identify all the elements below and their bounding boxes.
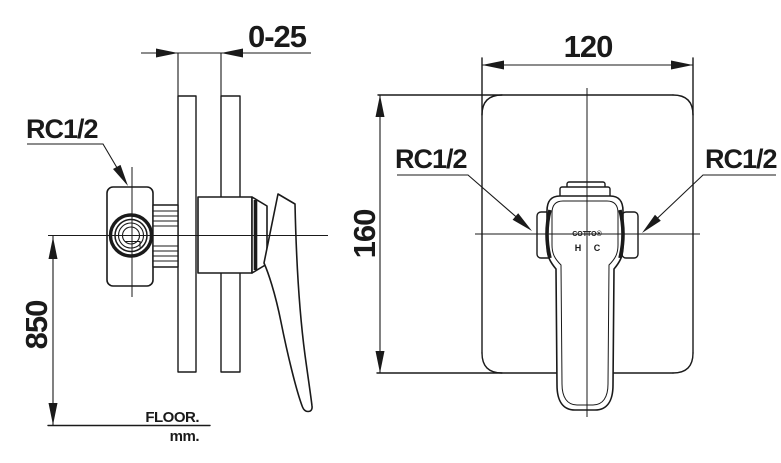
plate-width-dimension: 120 — [482, 29, 693, 70]
front-view: COTTO® H C 120 160 RC1/2 RC1/2 — [347, 29, 778, 417]
wall-thickness-dimension: 0-25 — [141, 19, 311, 96]
escutcheon-plate — [376, 57, 694, 374]
port-label-side: RC1/2 — [26, 114, 98, 144]
valve-body-side — [106, 186, 154, 287]
floor-reference: FLOOR. mm. — [47, 409, 211, 445]
handle-front-inner-edge — [551, 200, 619, 406]
mounting-height-dimension: 850 — [19, 236, 58, 425]
plate-height-value: 160 — [347, 210, 382, 259]
plate-height-dimension: 160 — [347, 95, 385, 373]
mounting-height-value: 850 — [19, 301, 54, 350]
cold-mark: C — [594, 243, 601, 253]
handle-front — [546, 195, 624, 411]
unit-label: mm. — [170, 428, 200, 445]
wall-plate-front — [177, 95, 197, 373]
port-label-front-right: RC1/2 — [705, 144, 777, 174]
port-callout-side: RC1/2 — [26, 114, 128, 186]
port-callout-front-left: RC1/2 — [395, 144, 532, 231]
floor-label: FLOOR. — [145, 409, 199, 426]
port-label-front-left: RC1/2 — [395, 144, 467, 174]
side-view: 0-25 RC1/2 850 FLOOR. mm. — [19, 19, 328, 445]
hot-mark: H — [575, 243, 582, 253]
handle-lever-side — [263, 193, 313, 413]
brand-label: COTTO® — [572, 230, 602, 238]
wall-thickness-value: 0-25 — [248, 19, 307, 54]
port-callout-front-right: RC1/2 — [642, 144, 778, 233]
supply-port-circles — [108, 213, 154, 258]
plate-width-value: 120 — [564, 29, 613, 64]
